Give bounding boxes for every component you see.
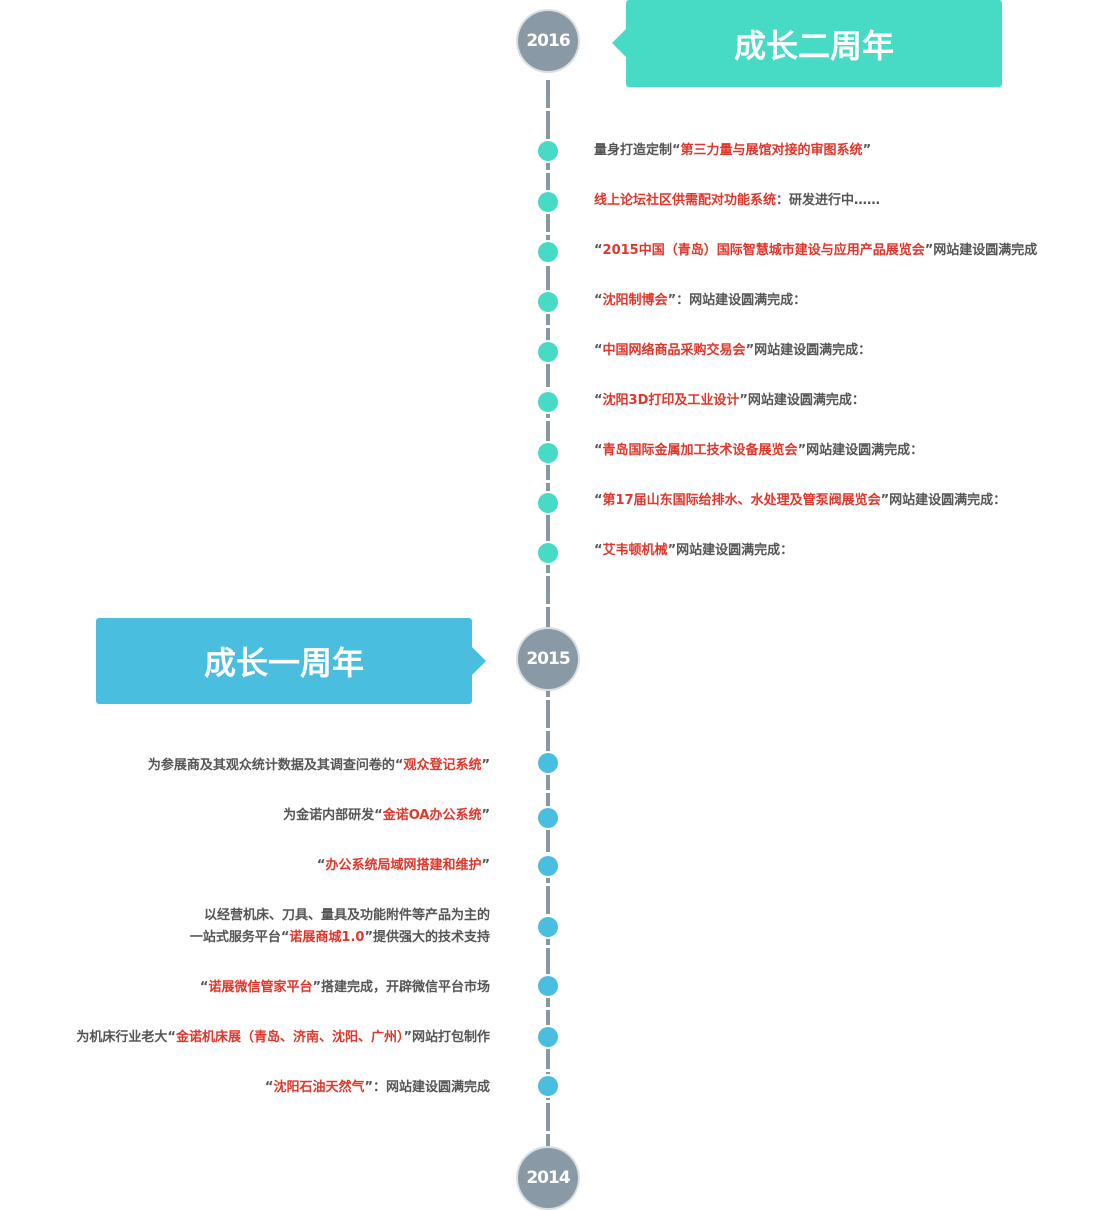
- timeline-dot: [538, 976, 558, 996]
- timeline-dot: [538, 856, 558, 876]
- timeline-dot: [538, 392, 558, 412]
- timeline-dot: [538, 292, 558, 312]
- year-marker-2016: 2016: [518, 11, 578, 71]
- timeline-entry: “2015中国（青岛）国际智慧城市建设与应用产品展览会”网站建设圆满完成: [594, 243, 1038, 258]
- year-marker-2014: 2014: [518, 1148, 578, 1208]
- timeline-dot: [538, 1027, 558, 1047]
- timeline-entry: “青岛国际金属加工技术设备展览会”网站建设圆满完成：: [594, 443, 924, 458]
- timeline-dot: [538, 493, 558, 513]
- timeline-entry: 为金诺内部研发“金诺OA办公系统”: [283, 808, 490, 823]
- timeline-dot: [538, 192, 558, 212]
- timeline-dot: [538, 808, 558, 828]
- timeline-dot: [538, 443, 558, 463]
- timeline-entry: “第17届山东国际给排水、水处理及管泵阀展览会”网站建设圆满完成：: [594, 493, 1007, 508]
- timeline-dot: [538, 917, 558, 937]
- timeline-entry: “沈阳制博会”：网站建设圆满完成：: [594, 293, 807, 308]
- year-marker-2015: 2015: [518, 629, 578, 689]
- timeline-dot: [538, 753, 558, 773]
- timeline-dot: [538, 1076, 558, 1096]
- timeline-entry: “诺展微信管家平台”搭建完成，开辟微信平台市场: [199, 980, 490, 995]
- banner-second-anniversary: 成长二周年: [612, 0, 1002, 87]
- timeline-entry: “中国网络商品采购交易会”网站建设圆满完成：: [594, 343, 872, 358]
- timeline-entry: 线上论坛社区供需配对功能系统：研发进行中……: [594, 193, 881, 208]
- timeline-entry: 为参展商及其观众统计数据及其调查问卷的“观众登记系统”: [147, 758, 490, 773]
- banner-first-anniversary: 成长一周年: [96, 618, 486, 704]
- timeline-dot: [538, 141, 558, 161]
- timeline-entry: 为机床行业老大“金诺机床展（青岛、济南、沈阳、广州）”网站打包制作: [76, 1030, 490, 1045]
- timeline-dot: [538, 242, 558, 262]
- timeline-entry: 量身打造定制“第三力量与展馆对接的审图系统”: [594, 143, 872, 158]
- timeline-entry: 以经营机床、刀具、量具及功能附件等产品为主的一站式服务平台“诺展商城1.0”提供…: [189, 908, 490, 945]
- timeline-entry: “沈阳石油天然气”：网站建设圆满完成: [264, 1080, 490, 1095]
- timeline-entry: “沈阳3D打印及工业设计”网站建设圆满完成：: [594, 393, 865, 408]
- timeline-axis: [546, 80, 550, 1160]
- timeline-entry: “艾韦顿机械”网站建设圆满完成：: [594, 543, 794, 558]
- timeline-dot: [538, 342, 558, 362]
- timeline-dot: [538, 543, 558, 563]
- timeline-entry: “办公系统局域网搭建和维护”: [316, 858, 490, 873]
